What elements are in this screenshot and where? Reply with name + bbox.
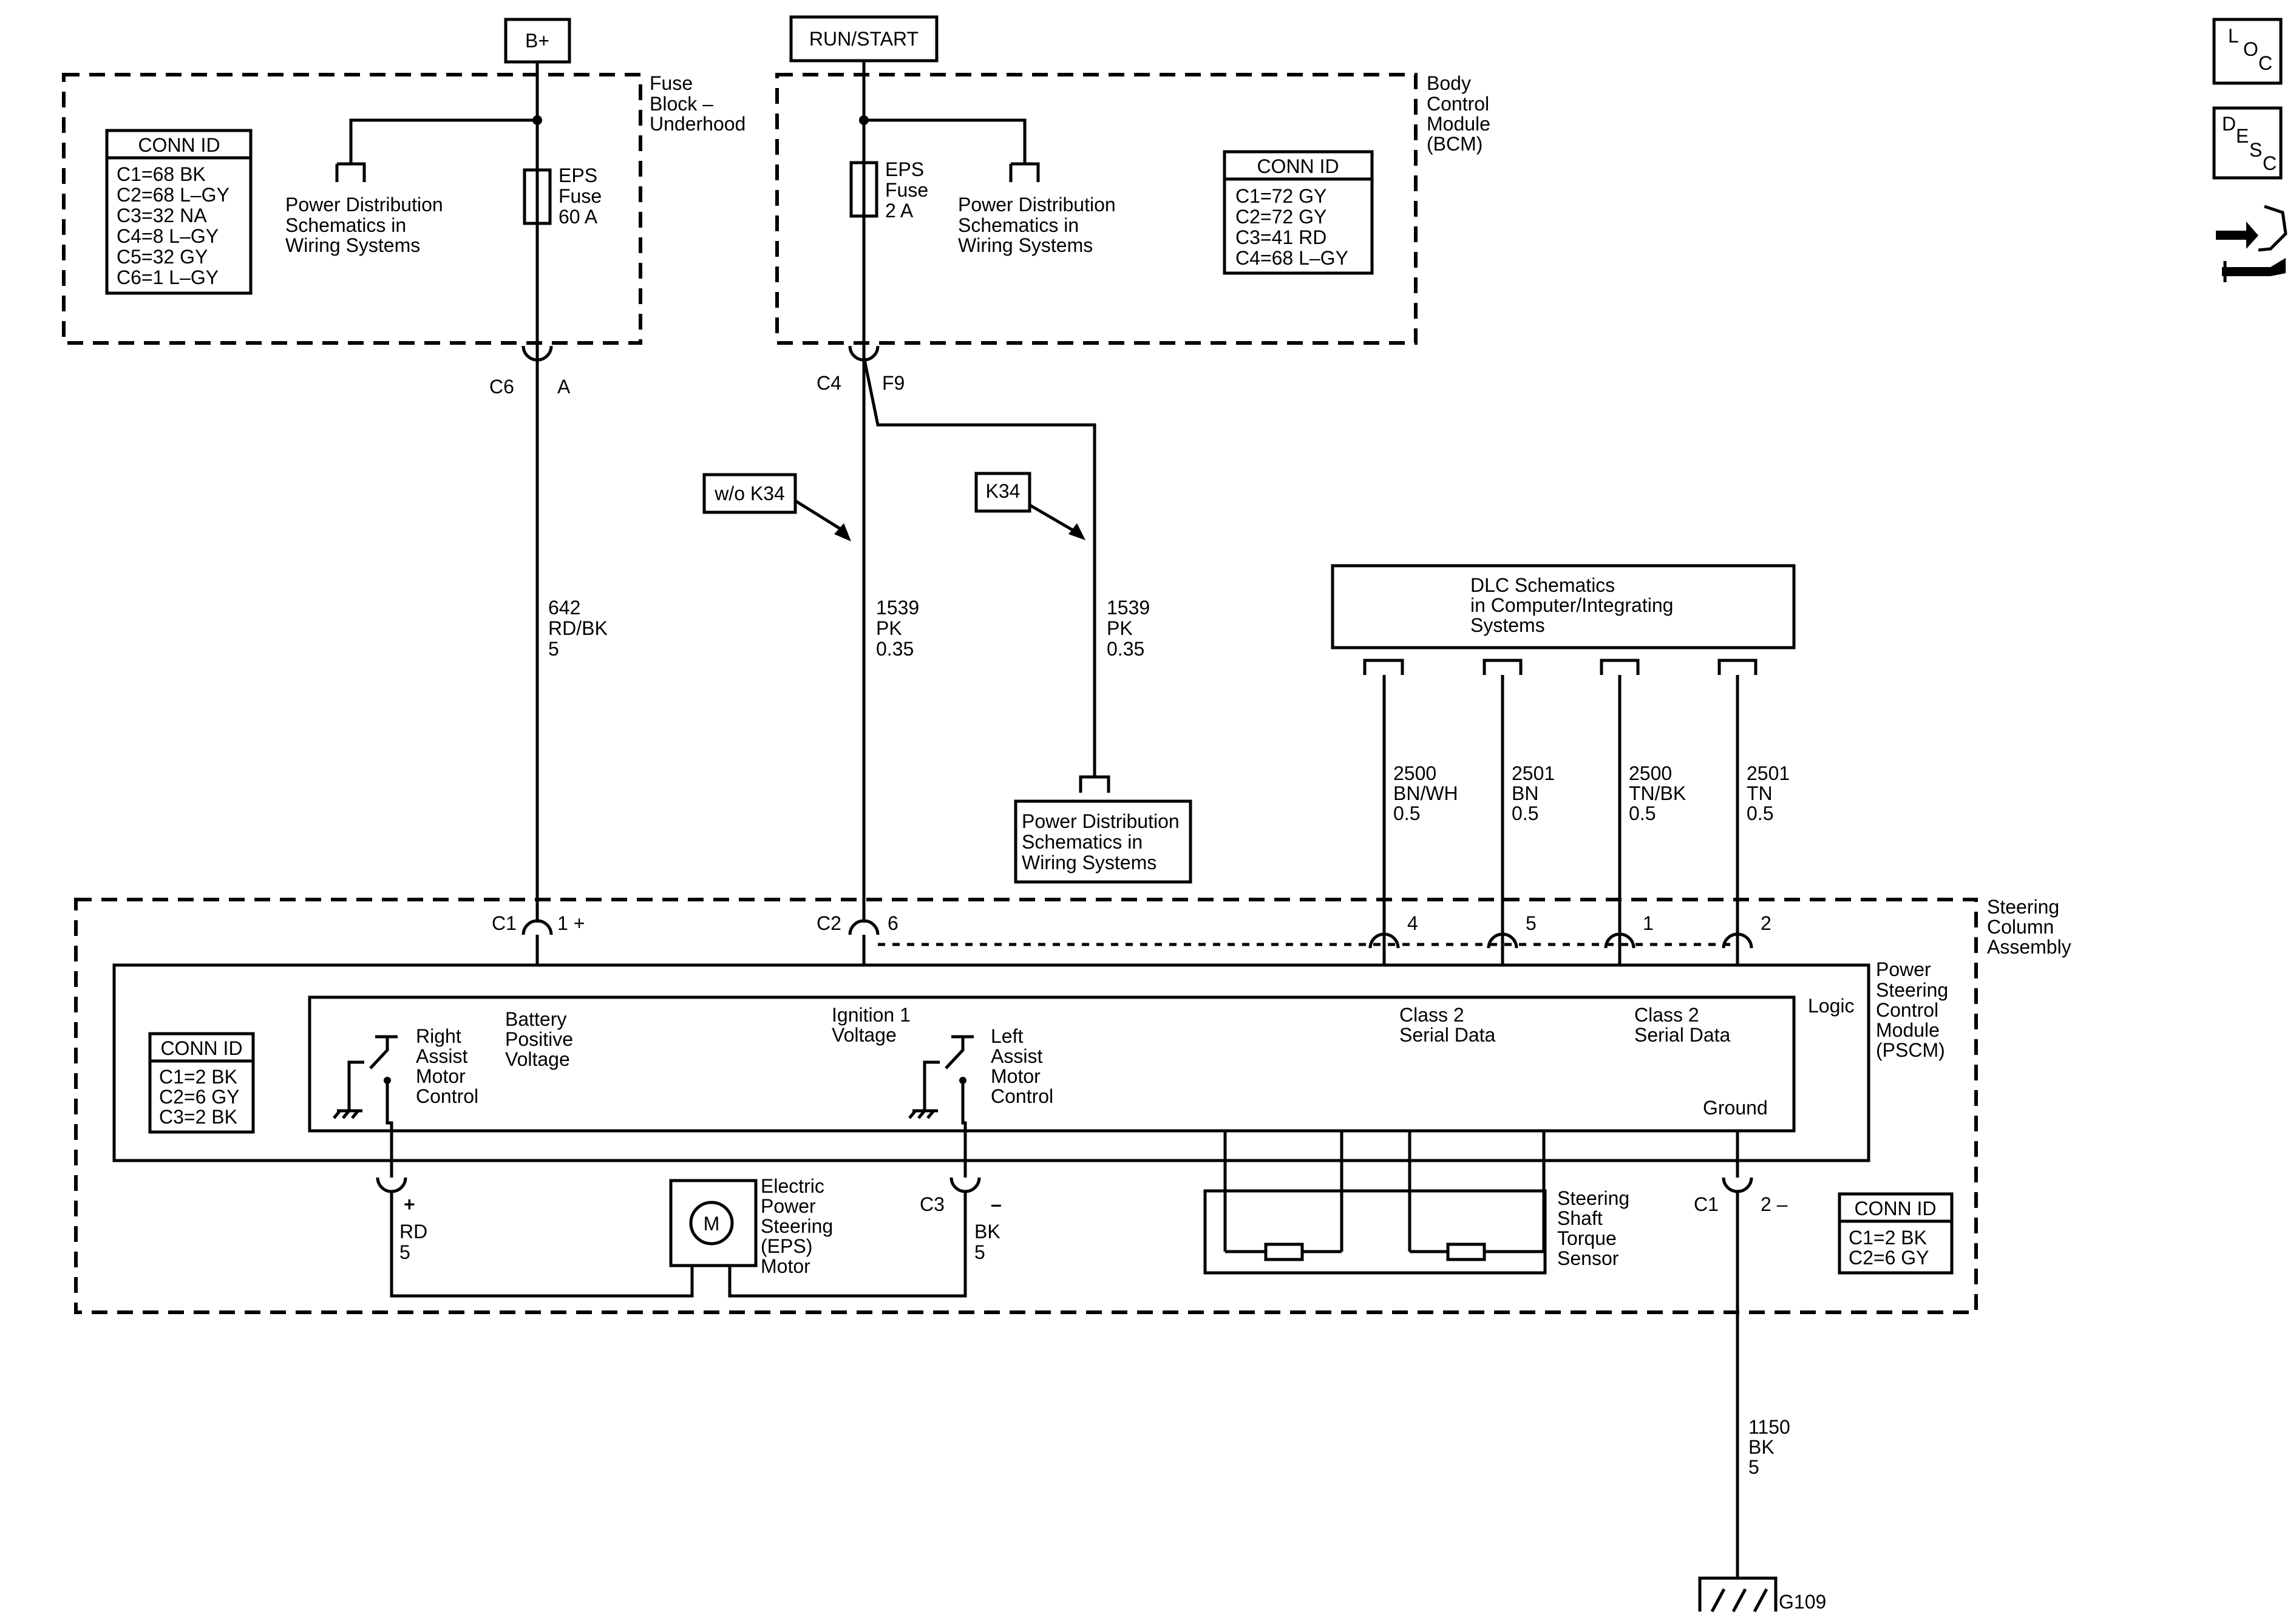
svg-text:L: L — [2228, 25, 2239, 47]
class2-b-label: Class 2 Serial Data — [1634, 1004, 1731, 1046]
svg-text:S: S — [2249, 139, 2262, 161]
wire-1150-label: 1150 BK 5 — [1748, 1416, 1796, 1478]
eps-motor: M — [669, 1179, 758, 1267]
svg-text:C1=2 BK C2=6 GY: C1=2 BK C2=6 GY C3=2 BK — [159, 1066, 245, 1128]
svg-text:6: 6 — [888, 912, 898, 934]
run-start-source: RUN/START — [789, 15, 939, 63]
svg-text:G109: G109 — [1779, 1591, 1826, 1613]
wire-642-label: 642 RD/BK 5 — [548, 597, 613, 660]
battery-positive-label: Battery Positive Voltage — [505, 1008, 579, 1070]
desc-icon[interactable]: D E S C — [2212, 106, 2283, 180]
loc-icon[interactable]: L O C — [2212, 18, 2283, 85]
ignition-voltage-label: Ignition 1 Voltage — [832, 1004, 916, 1046]
svg-text:A: A — [557, 376, 571, 398]
svg-text:D: D — [2222, 113, 2236, 135]
right-assist-switch — [333, 1035, 398, 1178]
dlc-schematics-ref: DLC Schematics in Computer/Integrating S… — [1331, 564, 1796, 649]
torque-sensor-label: Steering Shaft Torque Sensor — [1557, 1187, 1635, 1269]
svg-text:CONN ID: CONN ID — [1257, 155, 1339, 177]
svg-text:Logic: Logic — [1808, 995, 1855, 1017]
svg-text:2 –: 2 – — [1761, 1193, 1788, 1215]
pd-k34-ref: Power Distribution Schematics in Wiring … — [1014, 799, 1192, 884]
svg-text:–: – — [991, 1193, 1002, 1215]
eps-fuse-2a-label: EPS Fuse 2 A — [885, 158, 934, 222]
wire-2501a-label: 2501 BN 0.5 — [1512, 762, 1560, 824]
svg-text:M: M — [704, 1213, 720, 1235]
pscm-label: Power Steering Control Module (PSCM) — [1876, 958, 1954, 1061]
right-assist-label: Right Assist Motor Control — [416, 1025, 478, 1107]
svg-text:CONN ID: CONN ID — [138, 134, 220, 156]
tool-icon[interactable] — [2216, 205, 2288, 282]
svg-text:C1=68 BK C2=68 L–GY: C1=68 BK C2=68 L–GY C3=32 NA C4=8 L–GY C… — [117, 163, 234, 288]
wo-k34-flag: w/o K34 — [702, 473, 851, 541]
c4-connector — [848, 345, 880, 362]
pscm-conn-id: CONN ID C1=2 BK C2=6 GY C3=2 BK — [148, 1032, 255, 1134]
wire-bk-label: BK 5 — [974, 1221, 1006, 1263]
svg-text:C1=2 BK C2=6 GY: C1=2 BK C2=6 GY — [1849, 1227, 1932, 1269]
eps-fuse-60a-label: EPS Fuse 60 A — [559, 164, 607, 228]
svg-text:C3: C3 — [920, 1193, 945, 1215]
svg-text:K34: K34 — [986, 480, 1021, 502]
svg-text:Power Distribution Schem: Power Distribution Schematics in Wiring … — [1022, 810, 1185, 873]
fuse-block-label: Fuse Block – Underhood — [650, 72, 746, 135]
svg-text:C1: C1 — [1694, 1193, 1719, 1215]
wire-1539-b — [862, 356, 1096, 777]
left-assist-label: Left Assist Motor Control — [991, 1025, 1053, 1107]
svg-text:O: O — [2243, 38, 2258, 60]
svg-text:w/o K34: w/o K34 — [714, 483, 785, 504]
bcm-pd-ref: Power Distribution Schematics in Wiring … — [958, 194, 1121, 256]
svg-text:F9: F9 — [882, 372, 905, 394]
wire-1539a-label: 1539 PK 0.35 — [876, 597, 925, 660]
svg-text:C: C — [2258, 52, 2272, 74]
class2-a-label: Class 2 Serial Data — [1399, 1004, 1496, 1046]
bcm-label: Body Control Module (BCM) — [1427, 72, 1496, 155]
fuse-block-underhood: Fuse Block – Underhood CONN ID C1=68 BK … — [62, 72, 746, 345]
svg-text:2: 2 — [1761, 912, 1771, 934]
svg-text:C1=72 GY C2=72 GY: C1=72 GY C2=72 GY C3=41 RD C4=68 L–GY — [1235, 185, 1348, 269]
svg-text:C1: C1 — [492, 912, 517, 934]
eps-motor-label: Electric Power Steering (EPS) Motor — [761, 1175, 838, 1277]
c6-connector — [521, 345, 553, 362]
svg-text:C2: C2 — [817, 912, 841, 934]
steering-column-label: Steering Column Assembly — [1987, 896, 2071, 958]
svg-text:C6: C6 — [489, 376, 514, 398]
column-conn-id: CONN ID C1=2 BK C2=6 GY — [1838, 1192, 1954, 1275]
svg-text:+: + — [404, 1193, 415, 1215]
svg-text:RUN/START: RUN/START — [809, 28, 919, 50]
ground-g109: G109 — [1698, 1576, 1826, 1613]
wire-2500b-label: 2500 TN/BK 0.5 — [1629, 762, 1691, 824]
pscm-logic-block — [308, 995, 1796, 1133]
wire-1539b-label: 1539 PK 0.35 — [1107, 597, 1155, 660]
wire-2501b-label: 2501 TN 0.5 — [1747, 762, 1795, 824]
svg-text:CONN ID: CONN ID — [1854, 1198, 1936, 1219]
torque-sensor — [1203, 1189, 1547, 1275]
svg-text:4: 4 — [1407, 912, 1418, 934]
wire-2500a-label: 2500 BN/WH 0.5 — [1393, 762, 1464, 824]
svg-text:CONN ID: CONN ID — [160, 1037, 242, 1059]
svg-text:B+: B+ — [525, 30, 549, 52]
fuse-block-conn-id: CONN ID C1=68 BK C2=68 L–GY C3=32 NA C4=… — [105, 129, 253, 295]
svg-text:5: 5 — [1526, 912, 1537, 934]
svg-text:DLC Schematics in Comput: DLC Schematics in Computer/Integrating S… — [1470, 574, 1679, 636]
svg-text:C4: C4 — [817, 372, 841, 394]
left-assist-switch — [908, 1035, 974, 1178]
bcm-conn-id: CONN ID C1=72 GY C2=72 GY C3=41 RD C4=68… — [1223, 150, 1374, 275]
bplus-source: B+ — [504, 18, 571, 64]
steering-column-assembly: Steering Column Assembly C1 1 + C2 6 4 5… — [74, 896, 2071, 1314]
fuse-block-pd-ref: Power Distribution Schematics in Wiring … — [285, 194, 449, 256]
pscm-module: Power Steering Control Module (PSCM) Log… — [112, 958, 1954, 1252]
svg-text:1: 1 — [1643, 912, 1654, 934]
svg-text:1 +: 1 + — [557, 912, 585, 934]
svg-text:C: C — [2263, 152, 2277, 174]
body-control-module: Body Control Module (BCM) CONN ID C1=72 … — [775, 72, 1496, 345]
svg-text:E: E — [2236, 125, 2249, 147]
k34-flag: K34 — [974, 472, 1085, 540]
wire-rd-label: RD 5 — [399, 1221, 433, 1263]
svg-text:Ground: Ground — [1703, 1097, 1768, 1119]
